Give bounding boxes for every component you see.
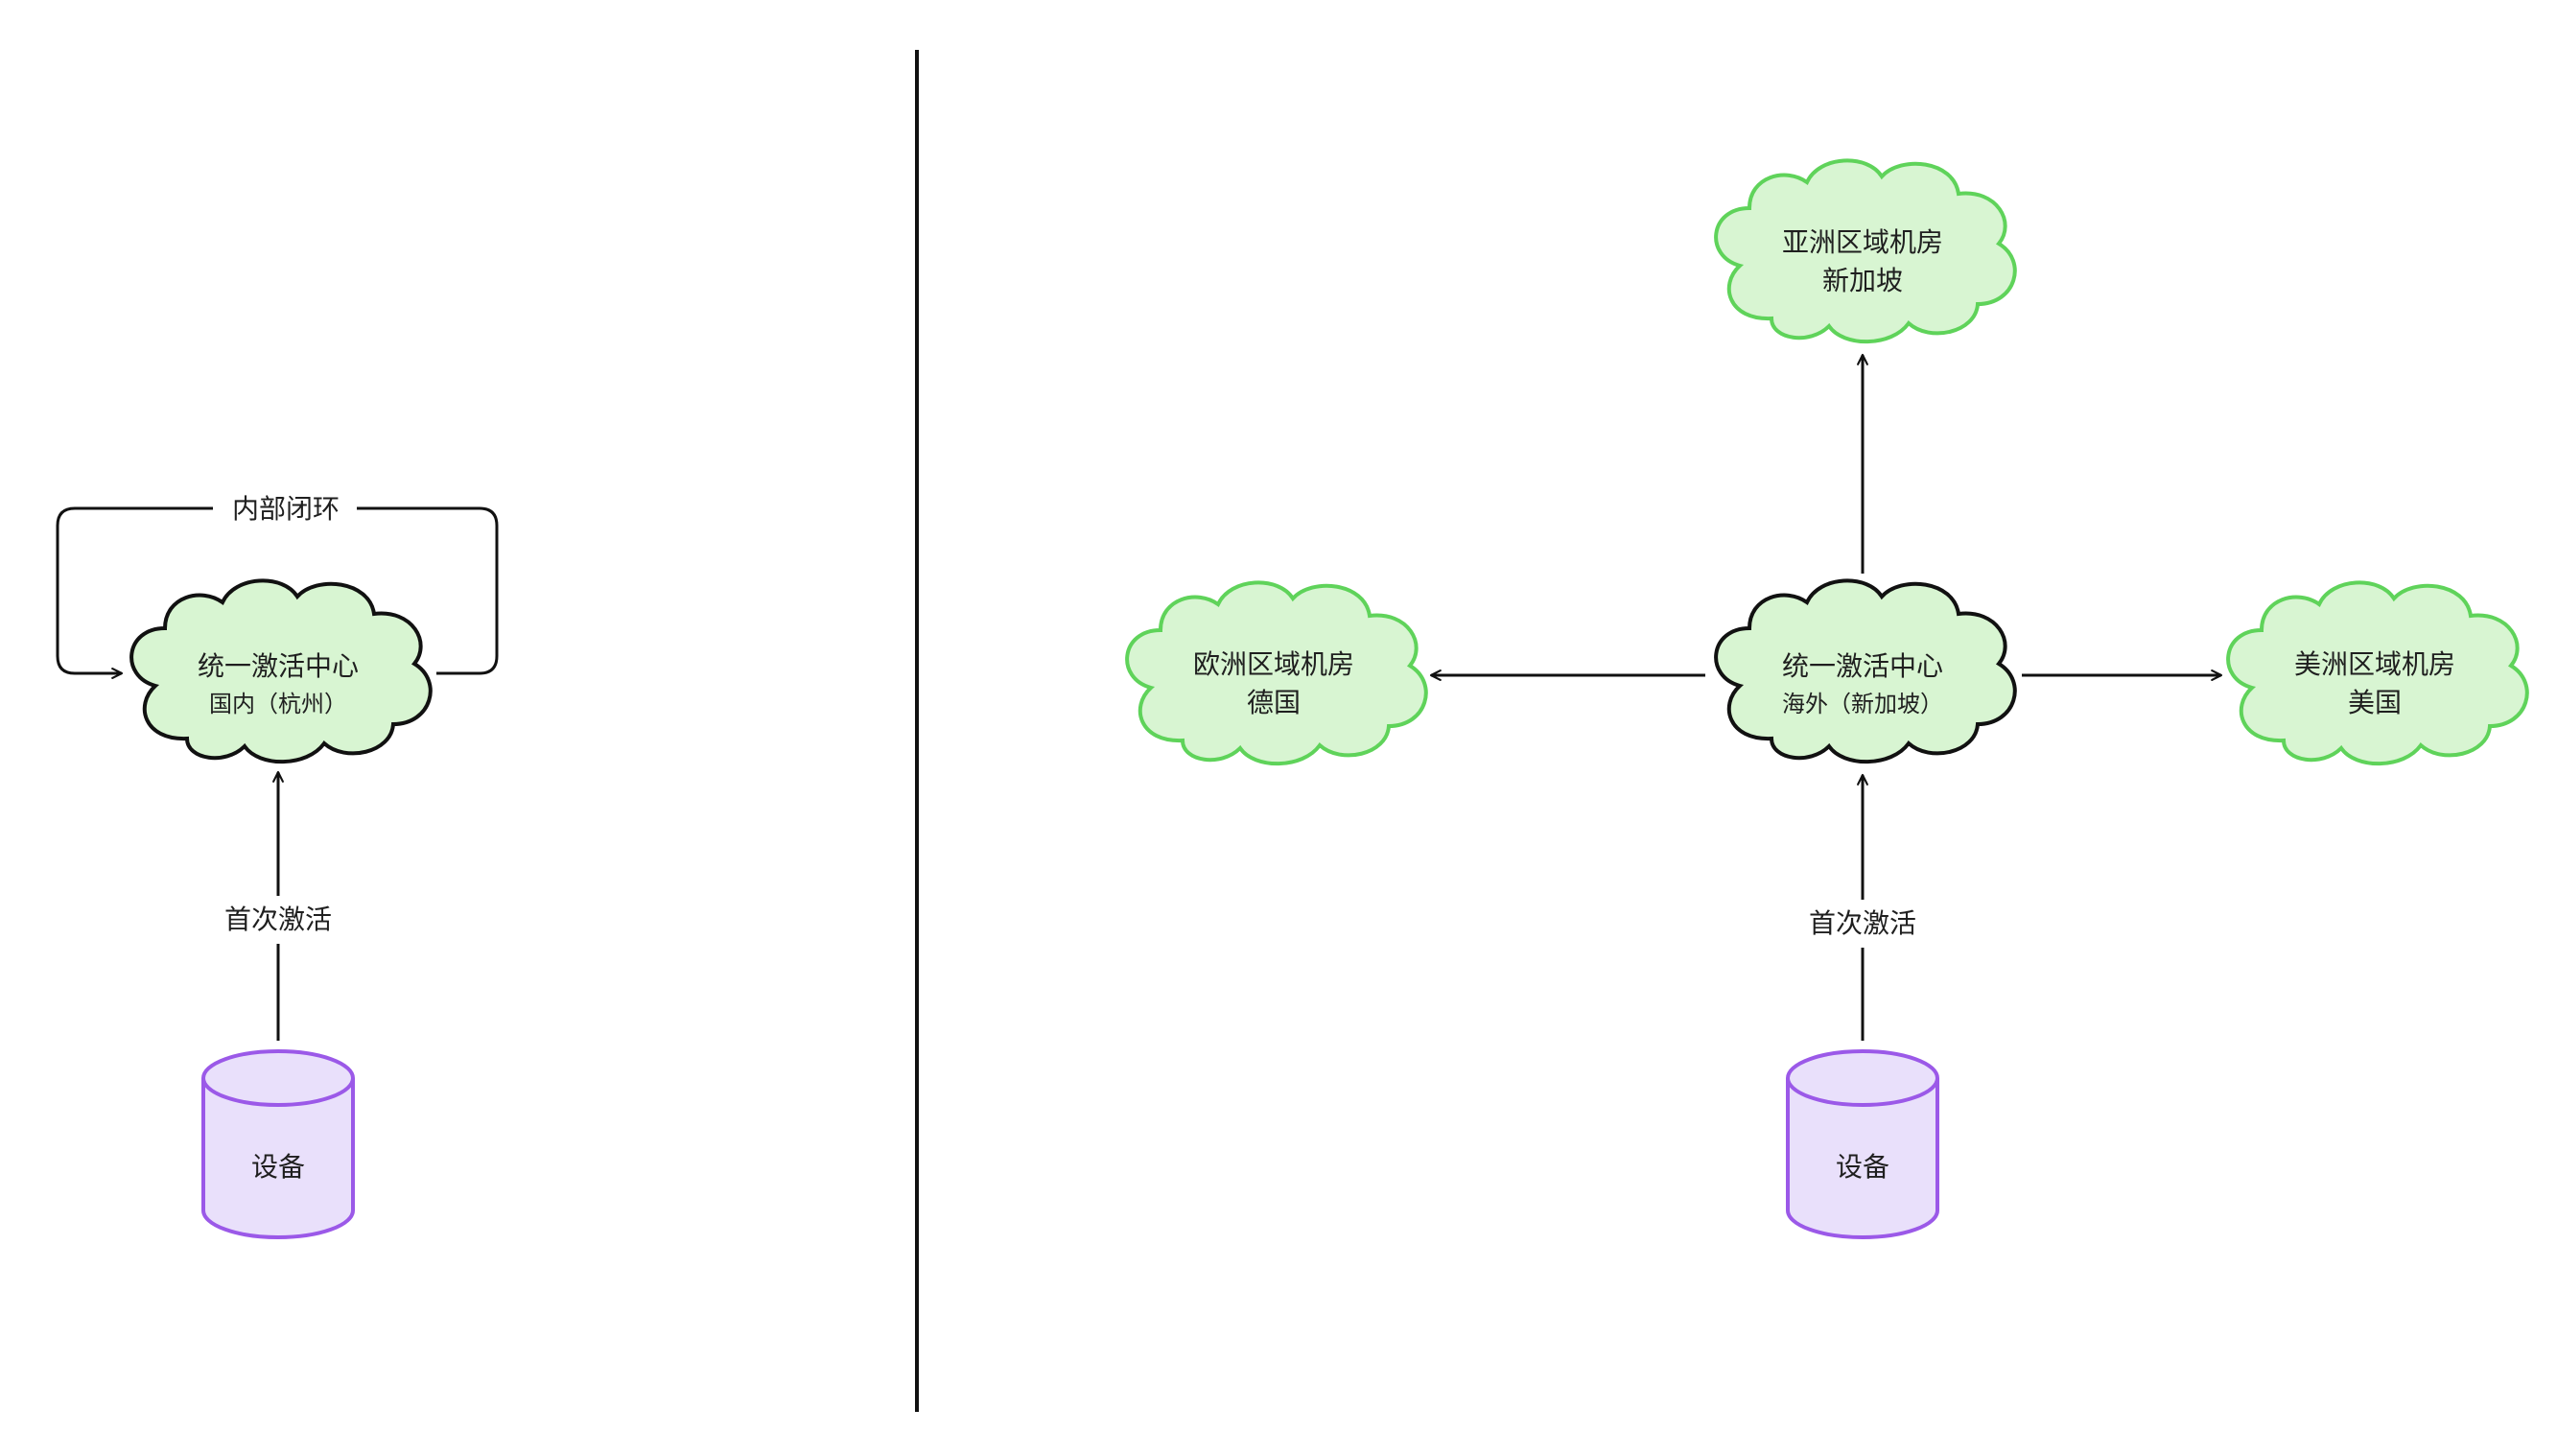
activation-center-domestic-location: 国内（杭州） <box>209 691 347 717</box>
internal-loop-connector-right <box>355 506 499 675</box>
left-section: 内部闭环 统一激活中心 国内（杭州） 首次激活 设备 <box>56 487 499 1239</box>
activation-center-overseas-title: 统一激活中心 <box>1782 650 1943 682</box>
america-region-title: 美洲区域机房 <box>2294 648 2455 680</box>
europe-region-location: 德国 <box>1247 687 1301 718</box>
right-section: 亚洲区域机房 新加坡 欧洲区域机房 德国 美洲区域机房 美国 统一激活中心 海外… <box>1125 158 2529 1239</box>
america-region-location: 美国 <box>2348 687 2402 718</box>
asia-region-title: 亚洲区域机房 <box>1782 226 1943 258</box>
first-activation-label: 首次激活 <box>224 904 332 935</box>
europe-region-title: 欧洲区域机房 <box>1193 648 1354 680</box>
device-label-overseas: 设备 <box>1836 1151 1889 1183</box>
asia-region-location: 新加坡 <box>1822 265 1903 296</box>
internal-loop-connector <box>56 506 357 679</box>
internal-loop-label: 内部闭环 <box>232 493 340 525</box>
device-cylinder <box>201 1049 355 1239</box>
activation-center-overseas-location: 海外（新加坡） <box>1782 691 1943 717</box>
device-label: 设备 <box>251 1151 305 1183</box>
first-activation-label-overseas: 首次激活 <box>1809 907 1916 939</box>
activation-center-domestic-title: 统一激活中心 <box>198 650 359 682</box>
device-cylinder-overseas <box>1786 1049 1939 1239</box>
